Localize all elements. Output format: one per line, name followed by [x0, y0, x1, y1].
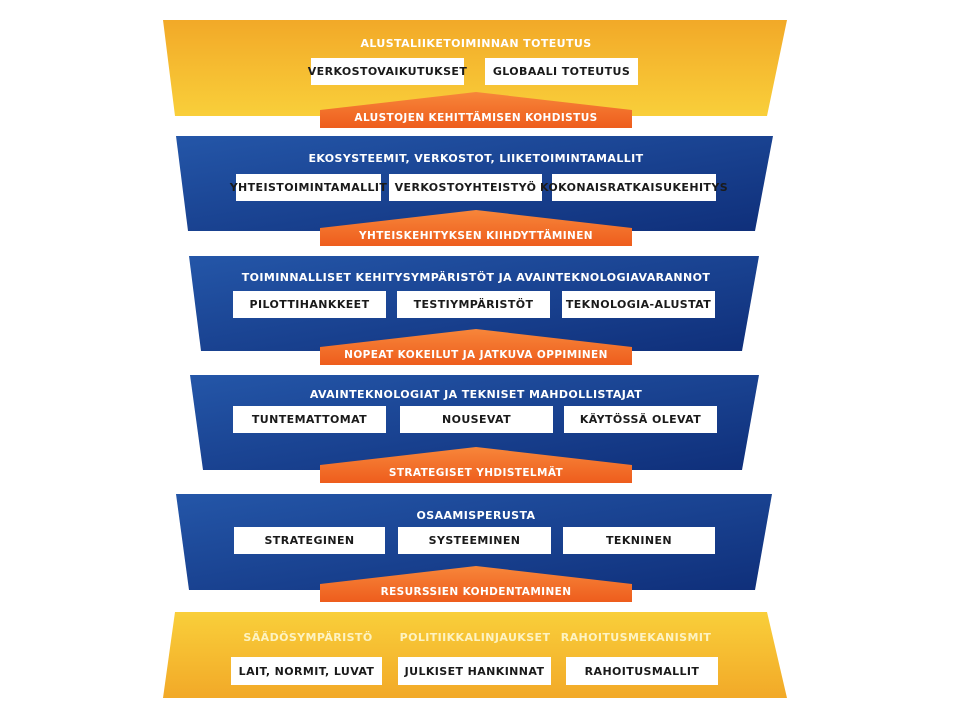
- bottom-column-2-box: JULKISET HANKINNAT: [398, 657, 551, 685]
- connector-label-3: NOPEAT KOKEILUT JA JATKUVA OPPIMINEN: [344, 349, 608, 361]
- top-box-1: VERKOSTOVAIKUTUKSET: [308, 58, 467, 85]
- connector-label-4: STRATEGISET YHDISTELMÄT: [388, 467, 564, 479]
- layer-2-box-1: PILOTTIHANKKEET: [233, 291, 386, 318]
- connector-arrow-5: [320, 566, 632, 602]
- bottom-column-2-title: POLITIIKKALINJAUKSET: [399, 631, 551, 644]
- layer-3-box-1: TUNTEMATTOMAT: [233, 406, 386, 433]
- layer-3-box-2: NOUSEVAT: [400, 406, 553, 433]
- layer-3-box-3: KÄYTÖSSÄ OLEVAT: [564, 406, 717, 433]
- connector-label-1: ALUSTOJEN KEHITTÄMISEN KOHDISTUS: [354, 112, 598, 124]
- layer-4-title: OSAAMISPERUSTA: [416, 509, 536, 522]
- layer-1-box-2: VERKOSTOYHTEISTYÖ: [389, 174, 542, 201]
- bottom-column-1-title: SÄÄDÖSYMPÄRISTÖ: [243, 631, 373, 644]
- layer-4-box-3: TEKNINEN: [563, 527, 715, 554]
- top-band: [163, 20, 787, 116]
- connector-arrow-1: [320, 92, 632, 128]
- top-title: ALUSTALIIKETOIMINNAN TOTEUTUS: [360, 37, 592, 50]
- connector-label-2: YHTEISKEHITYKSEN KIIHDYTTÄMINEN: [359, 230, 593, 242]
- layer-1-box-3: KOKONAISRATKAISUKEHITYS: [540, 174, 728, 201]
- layer-2-title: TOIMINNALLISET KEHITYSYMPÄRISTÖT JA AVAI…: [241, 271, 711, 284]
- layer-1-title: EKOSYSTEEMIT, VERKOSTOT, LIIKETOIMINTAMA…: [308, 152, 644, 165]
- layer-4-box-1: STRATEGINEN: [234, 527, 385, 554]
- layer-2-box-2: TESTIYMPÄRISTÖT: [397, 291, 550, 318]
- connector-arrow-2: [320, 210, 632, 246]
- bottom-column-3-box: RAHOITUSMALLIT: [566, 657, 718, 685]
- layer-2-box-3: TEKNOLOGIA-ALUSTAT: [562, 291, 715, 318]
- top-box-2: GLOBAALI TOTEUTUS: [485, 58, 638, 85]
- connector-arrow-4: [320, 447, 632, 483]
- bottom-column-1-box: LAIT, NORMIT, LUVAT: [231, 657, 382, 685]
- connector-arrow-3: [320, 329, 632, 365]
- layer-3-title: AVAINTEKNOLOGIAT JA TEKNISET MAHDOLLISTA…: [309, 388, 643, 401]
- connector-label-5: RESURSSIEN KOHDENTAMINEN: [380, 586, 572, 598]
- bottom-band: [163, 612, 787, 698]
- layer-4-box-2: SYSTEEMINEN: [398, 527, 551, 554]
- bottom-column-3-title: RAHOITUSMEKANISMIT: [560, 631, 712, 644]
- layer-1-box-1: YHTEISTOIMINTAMALLIT: [230, 174, 387, 201]
